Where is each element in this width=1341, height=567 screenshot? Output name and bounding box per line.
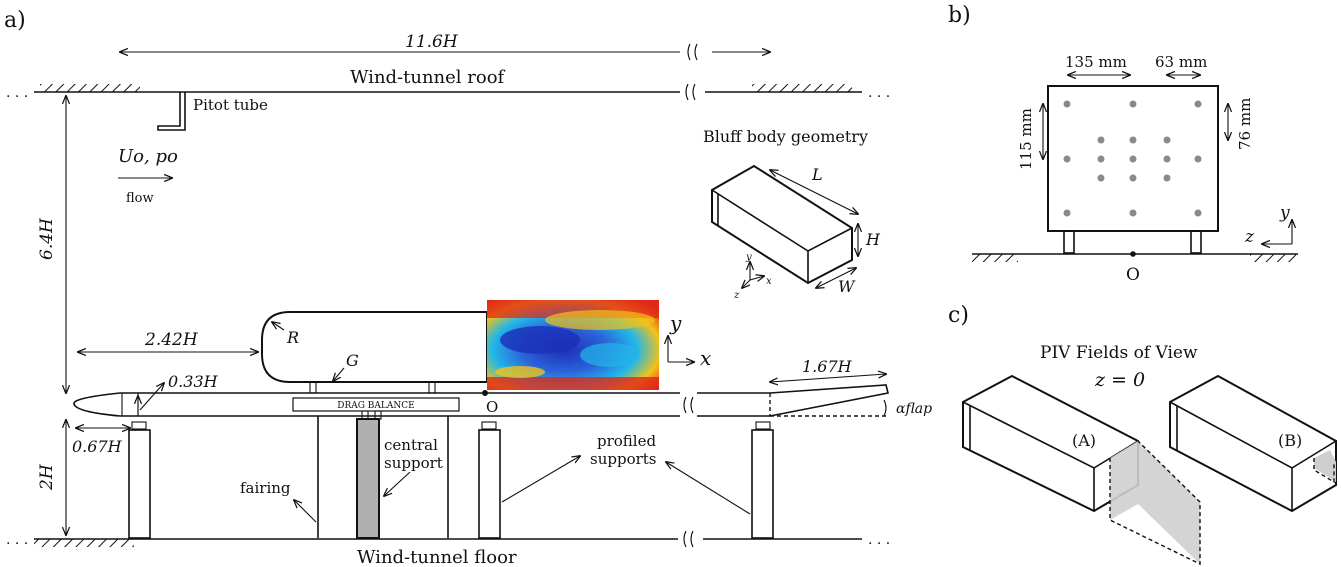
rear-view: O 135 mm 63 mm 115 mm 76 mm y z — [972, 53, 1298, 285]
plate-nose-label: 0.67H — [72, 437, 123, 456]
dim-L-label: L — [811, 165, 823, 184]
panel-b-label: b) — [948, 3, 971, 28]
small-axis-y: y — [745, 252, 752, 263]
central-support-label-1: central — [384, 436, 438, 454]
svg-text:. . .: . . . — [868, 532, 890, 548]
plate-thickness-label: 0.33H — [168, 372, 219, 391]
dim-76-label: 76 mm — [1236, 98, 1254, 150]
flow-label: flow — [126, 191, 154, 206]
flap-length-label: 1.67H — [802, 357, 853, 376]
tunnel-roof: . . . . . . Wind-tunnel roof — [6, 67, 890, 101]
view-a-label: (A) — [1072, 431, 1096, 450]
tunnel-height-dimension: 6.4H — [37, 96, 66, 393]
piv-fov-title: PIV Fields of View — [1040, 343, 1198, 363]
tunnel-length-label: 11.6H — [405, 32, 459, 52]
axis-x-label: x — [700, 346, 711, 370]
support-annotations: central support fairing profiled support… — [240, 432, 751, 523]
drag-balance: DRAG BALANCE — [292, 397, 460, 412]
piv-view-b: (B) — [1169, 374, 1337, 513]
freestream-indicator: Uo, po flow — [118, 146, 178, 206]
fairing-label: fairing — [240, 479, 291, 497]
pitot-label: Pitot tube — [193, 96, 268, 114]
bluff-title: Bluff body geometry — [703, 127, 868, 146]
roof-label: Wind-tunnel roof — [350, 67, 506, 88]
view-b-label: (B) — [1278, 431, 1302, 450]
flap: αflap 1.67H — [770, 357, 932, 417]
splitter-plate: O 0.33H — [73, 372, 770, 417]
piv-view-a: (A) — [962, 374, 1201, 566]
origin-label: O — [486, 398, 498, 416]
nose-distance-dimension: 2.42H — [78, 330, 258, 352]
radius-label: R — [286, 328, 299, 347]
tunnel-height-label: 6.4H — [37, 217, 57, 260]
rear-axis-y: y — [1279, 203, 1290, 223]
central-support-label-2: support — [384, 454, 443, 472]
flap-angle-label: αflap — [896, 401, 932, 417]
dim-115-label: 115 mm — [1017, 108, 1035, 170]
rear-origin-label: O — [1126, 265, 1140, 285]
piv-plane-label: z = 0 — [1094, 369, 1145, 391]
dim-135-label: 135 mm — [1065, 53, 1127, 71]
plate-nose-dimension: 0.67H — [72, 428, 130, 456]
piv-velocity-field — [487, 300, 659, 390]
floor-label: Wind-tunnel floor — [357, 547, 517, 567]
small-axis-x: x — [766, 276, 772, 287]
supports — [128, 410, 774, 539]
gap-label: G — [346, 351, 359, 370]
small-axis-z: z — [733, 290, 740, 301]
dim-H-label: H — [865, 230, 881, 249]
tunnel-length-dimension: 11.6H — [120, 32, 770, 61]
svg-text:. . .: . . . — [868, 85, 890, 101]
ground-clearance-label: 2H — [37, 463, 57, 491]
dim-63-label: 63 mm — [1155, 53, 1207, 71]
panel-c-label: c) — [948, 303, 969, 328]
profiled-label-2: supports — [590, 450, 657, 468]
svg-text:. . .: . . . — [6, 532, 28, 548]
nose-distance-label: 2.42H — [144, 330, 199, 350]
ground-clearance-dimension: 2H — [37, 420, 66, 535]
bluff-body-geometry-inset: Bluff body geometry L H W y x z — [703, 127, 881, 301]
axis-y-label: y — [669, 311, 682, 335]
pitot-tube: Pitot tube — [157, 92, 268, 131]
tunnel-floor: . . . . . . Wind-tunnel floor — [6, 530, 890, 567]
svg-text:. . .: . . . — [6, 85, 28, 101]
freestream-label: Uo, po — [118, 146, 178, 167]
dim-W-label: W — [838, 277, 856, 296]
drag-balance-label: DRAG BALANCE — [337, 401, 414, 411]
profiled-label-1: profiled — [597, 432, 656, 450]
pressure-taps — [1063, 100, 1202, 217]
xy-axes-indicator: y x — [668, 311, 711, 370]
panel-a-label: a) — [4, 8, 26, 33]
bluff-body-side: R G — [261, 311, 488, 394]
rear-axis-z: z — [1244, 227, 1255, 247]
